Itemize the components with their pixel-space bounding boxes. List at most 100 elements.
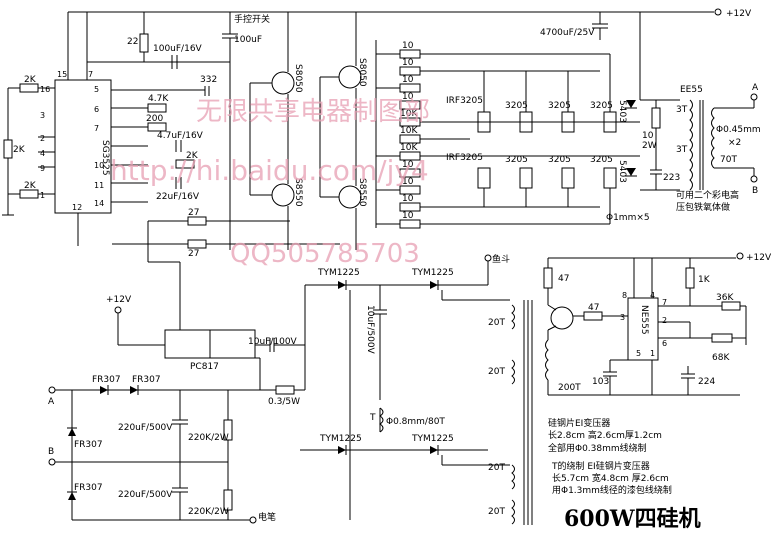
- svg-text:FR307: FR307: [74, 440, 103, 450]
- svg-text:长2.8cm 高2.6cm厚1.2cm: 长2.8cm 高2.6cm厚1.2cm: [548, 429, 662, 441]
- svg-text:47: 47: [558, 274, 569, 284]
- svg-text:22uF/16V: 22uF/16V: [156, 192, 200, 202]
- svg-text:A: A: [752, 83, 759, 93]
- svg-text:2K: 2K: [13, 145, 26, 155]
- svg-text:332: 332: [200, 75, 217, 85]
- svg-text:200T: 200T: [558, 383, 581, 393]
- svg-text:TYM1225: TYM1225: [411, 268, 454, 278]
- svg-text:10: 10: [402, 75, 414, 85]
- svg-text:224: 224: [698, 377, 715, 387]
- svg-text:http://hi.baidu.com/jy4: http://hi.baidu.com/jy4: [110, 154, 429, 187]
- svg-text:2K: 2K: [24, 181, 37, 191]
- svg-text:20T: 20T: [488, 463, 505, 473]
- svg-text:14: 14: [94, 199, 104, 208]
- svg-text:10: 10: [402, 58, 414, 68]
- svg-text:QQ505785703: QQ505785703: [230, 239, 420, 269]
- svg-text:10: 10: [402, 211, 414, 221]
- svg-text:223: 223: [663, 173, 680, 183]
- svg-text:用Φ1.3mm线径的漆包线绕制: 用Φ1.3mm线径的漆包线绕制: [552, 484, 672, 496]
- feedback-section: +12V PC817 10uF/100V 0.3/5W: [106, 221, 306, 407]
- svg-text:S8550: S8550: [357, 178, 367, 207]
- svg-text:6: 6: [94, 105, 99, 114]
- snubber-network: 5403 5403 10 2W 223: [617, 99, 680, 191]
- svg-text:70T: 70T: [720, 155, 737, 165]
- scr-output-section: 鱼斗 TYM1225 TYM1225 10uF/500V T Φ0.8mm/80…: [300, 253, 740, 525]
- svg-text:4: 4: [650, 291, 655, 300]
- svg-text:电笔: 电笔: [258, 511, 276, 523]
- svg-text:2: 2: [40, 134, 45, 143]
- svg-text:103: 103: [592, 377, 609, 387]
- svg-text:5: 5: [636, 349, 641, 358]
- svg-text:20T: 20T: [488, 318, 505, 328]
- ic-sg3525-name: SG3525: [100, 140, 110, 176]
- svg-text:IRF3205: IRF3205: [446, 153, 483, 163]
- timing-network: 22 100uF/16V 100uF 手控开关 332 4.7K 200 4.7…: [87, 12, 340, 259]
- svg-text:10K: 10K: [400, 109, 418, 119]
- svg-text:5: 5: [94, 85, 99, 94]
- transformer-ee55: EE55 3T 3T Φ0.45mm ×2 70T A B 可用二个彩电高 压包…: [606, 83, 761, 223]
- svg-text:S8050: S8050: [293, 64, 303, 93]
- svg-text:3205: 3205: [548, 155, 571, 165]
- svg-text:1: 1: [40, 191, 45, 200]
- bulk-capacitor: 4700uF/25V: [540, 12, 641, 100]
- svg-text:10: 10: [402, 92, 414, 102]
- svg-text:10: 10: [94, 161, 104, 170]
- svg-text:20T: 20T: [488, 507, 505, 517]
- svg-text:9: 9: [40, 164, 45, 173]
- svg-text:PC817: PC817: [190, 362, 219, 372]
- svg-text:Φ0.8mm/80T: Φ0.8mm/80T: [386, 417, 445, 427]
- ic-sg3525: SG3525 15 7 16 2 1 3 4 9 12 5 7 6 10 11 …: [38, 70, 148, 246]
- construction-notes: 硅钢片EI变压器 长2.8cm 高2.6cm厚1.2cm 全部用Φ0.38mm线…: [548, 417, 672, 496]
- svg-text:可用二个彩电高: 可用二个彩电高: [676, 189, 739, 201]
- svg-text:5403: 5403: [617, 160, 627, 183]
- svg-text:3205: 3205: [505, 101, 528, 111]
- svg-text:10: 10: [402, 177, 414, 187]
- svg-text:TYM1225: TYM1225: [411, 434, 454, 444]
- svg-text:IRF3205: IRF3205: [446, 96, 483, 106]
- svg-text:B: B: [48, 447, 54, 457]
- svg-text:2K: 2K: [186, 151, 199, 161]
- svg-text:1K: 1K: [698, 275, 711, 285]
- svg-text:3T: 3T: [676, 105, 688, 115]
- left-resistor-network: 2K 2K 2K: [2, 75, 39, 216]
- svg-text:B: B: [752, 186, 758, 196]
- svg-text:10: 10: [402, 194, 414, 204]
- input-doubler: A FR307 FR307 FR307 FR307 B 220uF/500V 2…: [48, 375, 305, 524]
- ne555-oscillator: +12V 47 47 NE555 8 4 3 2 6 7 5 1 1K 36K: [543, 252, 772, 395]
- svg-text:无限共享电器制图部: 无限共享电器制图部: [196, 97, 430, 127]
- svg-text:4700uF/25V: 4700uF/25V: [540, 28, 595, 38]
- svg-text:3205: 3205: [590, 101, 613, 111]
- svg-text:20T: 20T: [488, 367, 505, 377]
- svg-text:3205: 3205: [590, 155, 613, 165]
- svg-text:16: 16: [40, 85, 50, 94]
- svg-text:S8550: S8550: [293, 178, 303, 207]
- svg-text:100uF: 100uF: [234, 35, 262, 45]
- svg-text:27: 27: [188, 249, 199, 259]
- svg-text:3T: 3T: [676, 145, 688, 155]
- manual-switch-label: 手控开关: [234, 13, 270, 25]
- svg-text:220uF/500V: 220uF/500V: [118, 490, 173, 500]
- svg-text:3205: 3205: [548, 101, 571, 111]
- svg-text:全部用Φ0.38mm线绕制: 全部用Φ0.38mm线绕制: [548, 442, 647, 454]
- svg-text:T: T: [369, 413, 376, 423]
- svg-text:FR307: FR307: [74, 483, 103, 493]
- svg-text:长5.7cm 宽4.8cm 厚2.6cm: 长5.7cm 宽4.8cm 厚2.6cm: [552, 472, 669, 484]
- svg-text:10: 10: [642, 131, 654, 141]
- svg-text:压包铁氧体做: 压包铁氧体做: [676, 201, 730, 213]
- svg-text:36K: 36K: [716, 293, 734, 303]
- svg-text:15: 15: [57, 70, 67, 79]
- svg-text:TYM1225: TYM1225: [319, 434, 362, 444]
- svg-text:4: 4: [40, 149, 45, 158]
- svg-text:10: 10: [402, 160, 414, 170]
- svg-text:10uF/500V: 10uF/500V: [365, 305, 375, 355]
- svg-text:TYM1225: TYM1225: [317, 268, 360, 278]
- svg-text:T的绕制 EI硅钢片变压器: T的绕制 EI硅钢片变压器: [551, 460, 650, 472]
- svg-text:S8050: S8050: [357, 58, 367, 87]
- svg-text:12: 12: [72, 203, 82, 212]
- svg-text:FR307: FR307: [92, 375, 121, 385]
- svg-text:3: 3: [620, 313, 625, 322]
- top-supply-rail: +12V: [67, 8, 752, 80]
- gate-resistor-bank: 10 10 10 10 10K 10K 10K 10 10 10 10: [375, 40, 610, 229]
- svg-text:22: 22: [127, 37, 138, 47]
